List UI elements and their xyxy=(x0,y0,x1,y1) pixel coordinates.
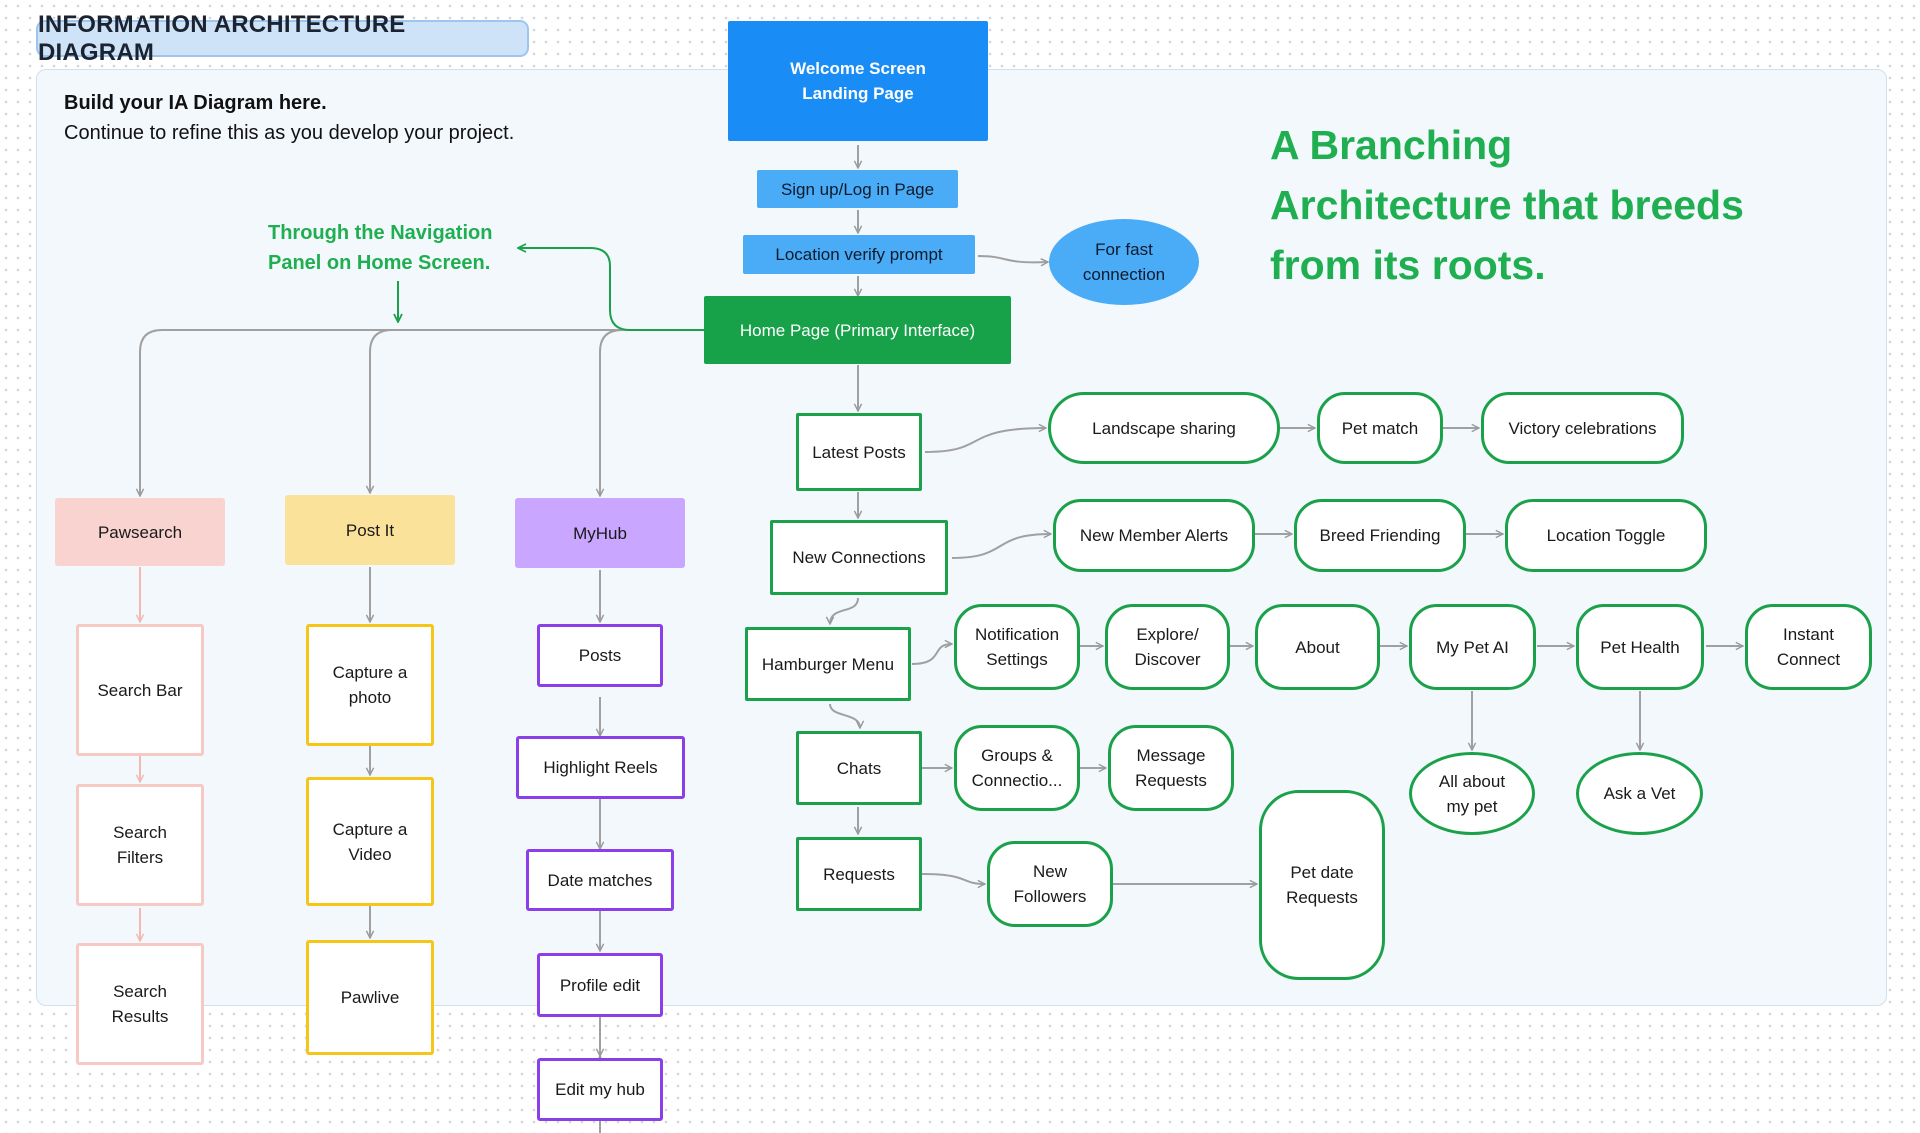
chats-node[interactable]: Chats xyxy=(796,731,922,805)
navigation-note: Through the Navigation Panel on Home Scr… xyxy=(268,218,528,278)
profile-edit-node[interactable]: Profile edit xyxy=(537,953,663,1017)
pet-health-node[interactable]: Pet Health xyxy=(1576,604,1704,690)
all-about-my-pet-node[interactable]: All about my pet xyxy=(1409,752,1535,835)
breed-friending-node[interactable]: Breed Friending xyxy=(1294,499,1466,572)
new-connections-node[interactable]: New Connections xyxy=(770,520,948,595)
ask-a-vet-node[interactable]: Ask a Vet xyxy=(1576,752,1703,835)
my-pet-ai-node[interactable]: My Pet AI xyxy=(1409,604,1536,690)
headline-line-2: Architecture that breeds xyxy=(1270,182,1744,228)
search-filters-node[interactable]: Search Filters xyxy=(76,784,204,906)
fast-connection-node[interactable]: For fast connection xyxy=(1049,219,1199,305)
intro-subtext: Continue to refine this as you develop y… xyxy=(64,122,515,144)
navigation-note-line-2: Panel on Home Screen. xyxy=(268,252,491,274)
notification-settings-node[interactable]: Notification Settings xyxy=(954,604,1080,690)
date-matches-node[interactable]: Date matches xyxy=(526,849,674,911)
pet-date-requests-node[interactable]: Pet date Requests xyxy=(1259,790,1385,980)
location-verify-node[interactable]: Location verify prompt xyxy=(743,235,975,274)
search-bar-node[interactable]: Search Bar xyxy=(76,624,204,756)
location-toggle-node[interactable]: Location Toggle xyxy=(1505,499,1707,572)
about-node[interactable]: About xyxy=(1255,604,1380,690)
myhub-category[interactable]: MyHub xyxy=(515,498,685,568)
headline-line-1: A Branching xyxy=(1270,122,1513,168)
pet-match-node[interactable]: Pet match xyxy=(1317,392,1443,464)
latest-posts-node[interactable]: Latest Posts xyxy=(796,413,922,491)
welcome-screen-node[interactable]: Welcome Screen Landing Page xyxy=(728,21,988,141)
landscape-sharing-node[interactable]: Landscape sharing xyxy=(1048,392,1280,464)
hamburger-menu-node[interactable]: Hamburger Menu xyxy=(745,627,911,701)
groups-connections-node[interactable]: Groups & Connectio... xyxy=(954,725,1080,811)
requests-node[interactable]: Requests xyxy=(796,837,922,911)
headline: A Branching Architecture that breeds fro… xyxy=(1270,115,1830,295)
edit-my-hub-node[interactable]: Edit my hub xyxy=(537,1058,663,1121)
intro-text: Build your IA Diagram here. Continue to … xyxy=(64,88,514,148)
capture-video-node[interactable]: Capture a Video xyxy=(306,777,434,906)
signup-login-node[interactable]: Sign up/Log in Page xyxy=(757,170,958,208)
search-results-node[interactable]: Search Results xyxy=(76,943,204,1065)
victory-celebrations-node[interactable]: Victory celebrations xyxy=(1481,392,1684,464)
home-page-node[interactable]: Home Page (Primary Interface) xyxy=(704,296,1011,364)
instant-connect-node[interactable]: Instant Connect xyxy=(1745,604,1872,690)
pawsearch-category[interactable]: Pawsearch xyxy=(55,498,225,566)
message-requests-node[interactable]: Message Requests xyxy=(1108,725,1234,811)
intro-heading: Build your IA Diagram here. xyxy=(64,92,327,114)
navigation-note-line-1: Through the Navigation xyxy=(268,222,493,244)
capture-photo-node[interactable]: Capture a photo xyxy=(306,624,434,746)
posts-node[interactable]: Posts xyxy=(537,624,663,687)
pawlive-node[interactable]: Pawlive xyxy=(306,940,434,1055)
new-member-alerts-node[interactable]: New Member Alerts xyxy=(1053,499,1255,572)
highlight-reels-node[interactable]: Highlight Reels xyxy=(516,736,685,799)
headline-line-3: from its roots. xyxy=(1270,242,1546,288)
new-followers-node[interactable]: New Followers xyxy=(987,841,1113,927)
explore-discover-node[interactable]: Explore/ Discover xyxy=(1105,604,1230,690)
post-it-category[interactable]: Post It xyxy=(285,495,455,565)
